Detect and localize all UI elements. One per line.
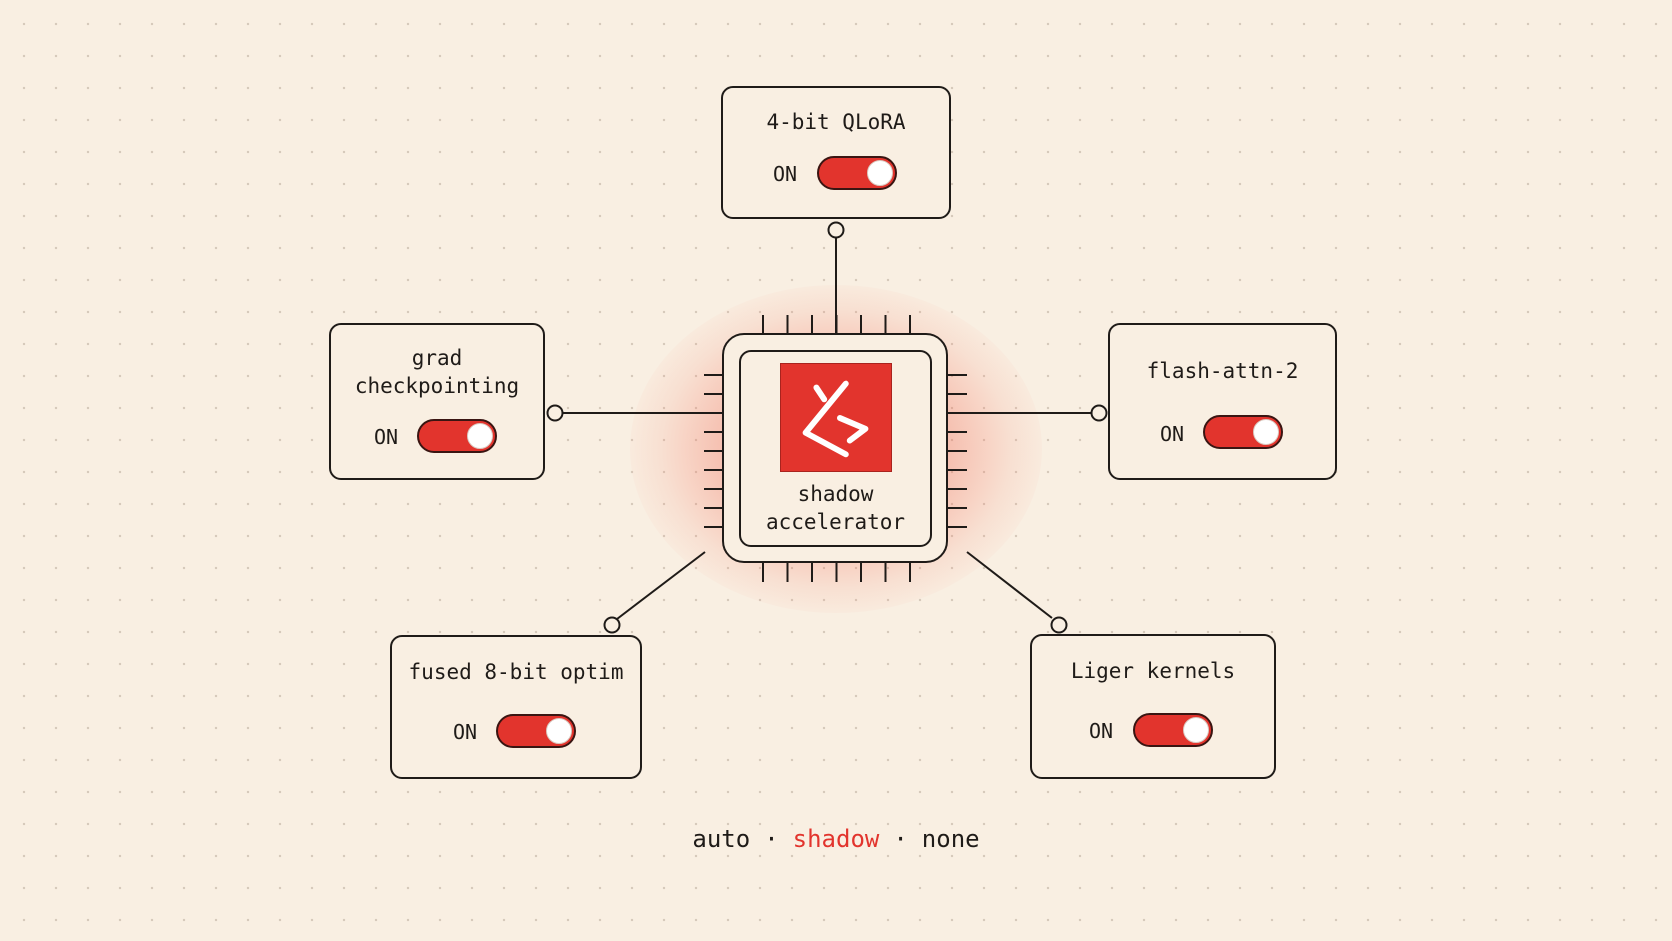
toggle-qlora[interactable] (817, 156, 897, 190)
accelerator-label-line: shadow (797, 482, 874, 506)
mode-separator: · (893, 825, 908, 853)
feature-card-flash-attn: flash-attn-2 ON (1108, 323, 1337, 480)
toggle-flash-attn[interactable] (1203, 415, 1283, 449)
toggle-liger[interactable] (1133, 713, 1213, 747)
mode-option-shadow[interactable]: shadow (792, 825, 880, 853)
accelerator-label: shadow accelerator (739, 480, 932, 536)
accelerator-label-line: accelerator (765, 510, 906, 534)
mode-option-auto[interactable]: auto (692, 825, 751, 853)
toggle-knob (867, 160, 893, 186)
mode-separator: · (764, 825, 779, 853)
toggle-knob (1183, 717, 1209, 743)
port-liger (1050, 616, 1068, 634)
port-qlora (827, 221, 845, 239)
mode-selector: auto · shadow · none (0, 823, 1672, 855)
feature-title: fused 8-bit optim (408, 660, 624, 684)
toggle-grad-checkpointing[interactable] (417, 419, 497, 453)
toggle-knob (546, 718, 572, 744)
mode-option-none[interactable]: none (921, 825, 980, 853)
port-grad-checkpointing (546, 404, 564, 422)
toggle-state-label: ON (374, 425, 399, 449)
feature-card-grad-checkpointing: grad checkpointing ON (329, 323, 545, 480)
feature-title: flash-attn-2 (1146, 359, 1299, 383)
toggle-state-label: ON (1160, 422, 1185, 446)
feature-card-qlora: 4-bit QLoRA ON (721, 86, 951, 219)
feature-title: Liger kernels (1070, 659, 1236, 683)
feature-card-fused-optim: fused 8-bit optim ON (390, 635, 642, 779)
feature-title: grad checkpointing (354, 346, 520, 398)
toggle-knob (1253, 419, 1279, 445)
toggle-state-label: ON (773, 162, 798, 186)
connector-fused-optim (616, 551, 706, 620)
connector-liger (966, 551, 1053, 619)
toggle-knob (467, 423, 493, 449)
port-fused-optim (603, 616, 621, 634)
toggle-state-label: ON (1089, 719, 1114, 743)
feature-title: 4-bit QLoRA (766, 110, 906, 134)
port-flash-attn (1090, 404, 1108, 422)
toggle-fused-optim[interactable] (496, 714, 576, 748)
code-chevrons-logo-icon (780, 363, 892, 472)
feature-card-liger: Liger kernels ON (1030, 634, 1276, 779)
toggle-state-label: ON (453, 720, 478, 744)
